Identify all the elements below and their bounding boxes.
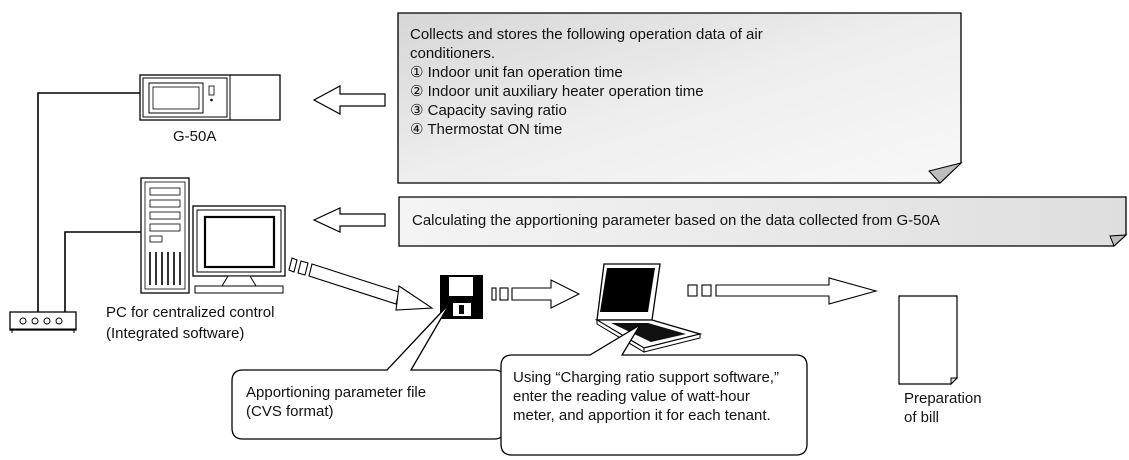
- laptop-icon: [594, 263, 703, 353]
- note-pc-box: [398, 196, 1128, 247]
- note-g50a-text: Collects and stores the following operat…: [410, 25, 763, 139]
- note-g50a-line: Collects and stores the following operat…: [410, 26, 763, 43]
- arrow-laptop-to-bill: [687, 277, 879, 305]
- callout-software-line2: enter the reading value of watt-hour: [513, 388, 750, 405]
- callout-file-text: Apportioning parameter file (CVS format): [246, 383, 426, 421]
- arrow-floppy-to-laptop: [491, 279, 581, 309]
- callout-file-line1: Apportioning parameter file: [246, 384, 427, 401]
- wiring: [37, 92, 152, 312]
- bill-label-line2: of bill: [904, 409, 940, 426]
- note-g50a-line: ② Indoor unit auxiliary heater operation…: [410, 83, 704, 100]
- pc-label-line2: (Integrated software): [106, 325, 245, 342]
- arrow-to-g50a: [312, 84, 386, 116]
- note-pc-text: Calculating the apportioning parameter b…: [412, 212, 940, 229]
- arrow-to-pc: [312, 207, 386, 233]
- g50a-label: G-50A: [173, 128, 217, 145]
- bill-page-icon: [898, 295, 959, 386]
- pc-label-line1: PC for centralized control: [106, 304, 275, 321]
- note-g50a-line: conditioners.: [410, 45, 496, 62]
- network-hub-icon: [9, 311, 77, 333]
- floppy-disk-icon: [440, 275, 483, 319]
- note-g50a-line: ④ Thermostat ON time: [410, 121, 563, 138]
- pc-tower-icon: [140, 177, 190, 294]
- callout-software-text: Using “Charging ratio support software,”…: [513, 368, 779, 425]
- arrow-pc-to-floppy: [288, 257, 434, 311]
- callout-file-line2: (CVS format): [246, 403, 334, 420]
- note-g50a-box: [397, 12, 963, 184]
- note-g50a-line: ③ Capacity saving ratio: [410, 102, 567, 119]
- note-g50a-line: ① Indoor unit fan operation time: [410, 64, 623, 81]
- bill-label-line1: Preparation: [904, 390, 982, 407]
- callout-software-line1: Using “Charging ratio support software,”: [513, 369, 779, 386]
- callout-software-bubble: [500, 324, 808, 456]
- callout-software-line3: meter, and apportion it for each tenant.: [513, 407, 771, 424]
- g50a-controller-icon: [139, 74, 281, 121]
- pc-monitor-icon: [192, 205, 286, 294]
